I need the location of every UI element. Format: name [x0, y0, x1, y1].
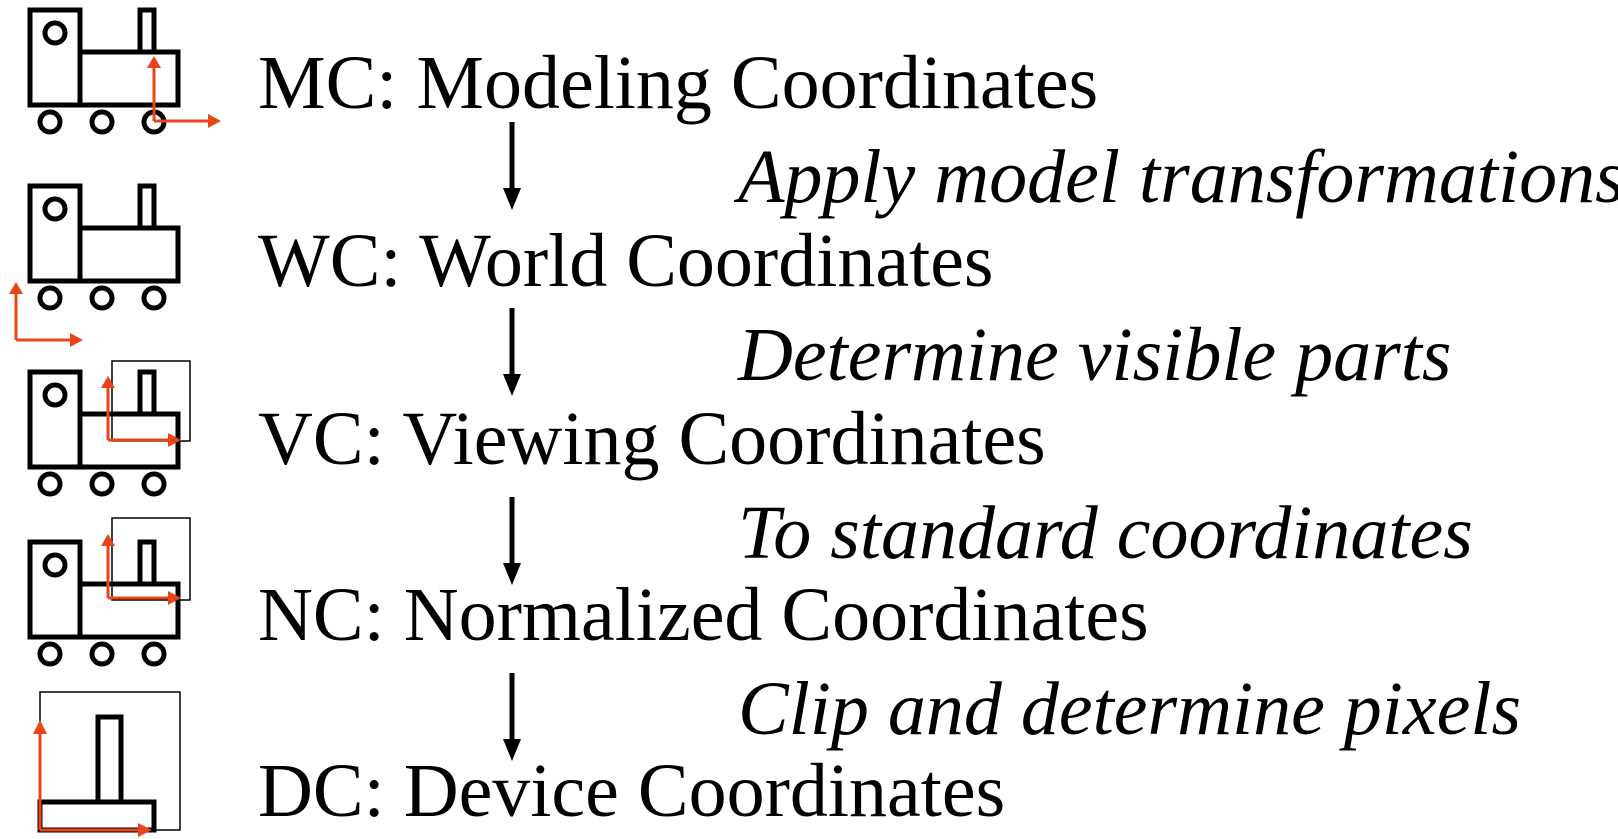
view-window-icon-nc [111, 517, 191, 601]
train-icon-wc [30, 186, 178, 308]
stage-label-vc: VC: Viewing Coordinates [258, 397, 1046, 481]
axes-icon-nc [101, 534, 181, 605]
down-arrow-icon-1 [503, 122, 521, 210]
transform-label-2: Determine visible parts [737, 313, 1451, 397]
view-window-icon-dc [39, 691, 181, 831]
transform-label-1: Apply model transformations [733, 135, 1618, 219]
stage-label-mc: MC: Modeling Coordinates [258, 41, 1098, 125]
axes-icon-wc [9, 282, 83, 347]
stage-label-dc: DC: Device Coordinates [258, 749, 1005, 833]
axes-icon-vc [101, 376, 181, 447]
stage-label-wc: WC: World Coordinates [258, 219, 994, 303]
stage-label-nc: NC: Normalized Coordinates [258, 573, 1149, 657]
axes-icon-mc [147, 56, 221, 128]
train-icon-nc [30, 542, 178, 664]
down-arrow-icon-3 [503, 497, 521, 585]
device-icon-dc [33, 691, 181, 837]
train-icon-mc [30, 10, 221, 132]
transform-label-3: To standard coordinates [738, 491, 1473, 575]
train-icon-vc [30, 372, 178, 494]
transform-label-4: Clip and determine pixels [738, 667, 1521, 751]
down-arrow-icon-4 [503, 673, 521, 761]
down-arrow-icon-2 [503, 308, 521, 396]
